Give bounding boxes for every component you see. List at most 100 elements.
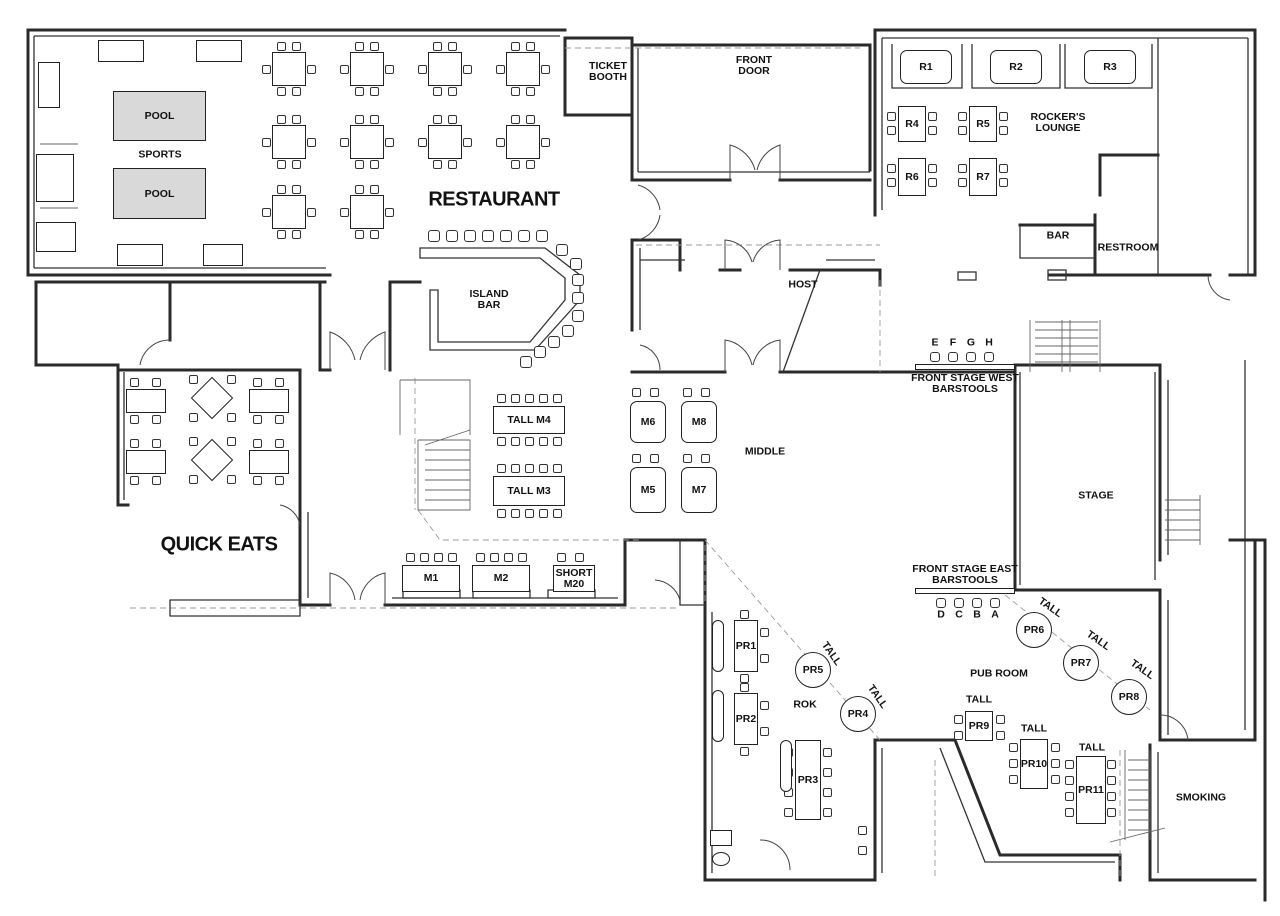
chair	[557, 553, 566, 562]
chair	[760, 654, 769, 663]
chair	[418, 138, 427, 147]
chair	[340, 138, 349, 147]
table-m2: M2	[472, 565, 530, 592]
room-label-front-stage-east: FRONT STAGE EAST BARSTOOLS	[912, 563, 1018, 586]
table	[98, 40, 144, 62]
pool-table-2: POOL	[113, 168, 206, 219]
chair	[823, 748, 832, 757]
barstool	[518, 230, 530, 242]
toilet-icon	[710, 830, 732, 846]
chair	[999, 126, 1008, 135]
barstool	[548, 336, 560, 348]
chair	[526, 87, 535, 96]
chair	[490, 553, 499, 562]
chair	[996, 715, 1005, 724]
tall-tag-pr10: TALL	[1020, 722, 1048, 735]
chair	[760, 727, 769, 736]
room-label-bar: BAR	[1046, 229, 1070, 242]
barstool	[948, 352, 958, 362]
chair	[999, 112, 1008, 121]
barstool	[520, 356, 532, 368]
barstool	[984, 352, 994, 362]
chair	[370, 185, 379, 194]
table-pr6: PR6	[1016, 612, 1052, 648]
booth-bench	[712, 690, 724, 742]
chair	[701, 454, 710, 463]
table	[272, 195, 306, 229]
chair	[1051, 759, 1060, 768]
chair	[650, 388, 659, 397]
chair	[292, 185, 301, 194]
chair	[887, 126, 896, 135]
table-r2: R2	[990, 50, 1042, 84]
chair	[262, 138, 271, 147]
chair	[130, 476, 139, 485]
table-pr4: PR4	[840, 696, 876, 732]
chair	[292, 115, 301, 124]
table-r1: R1	[900, 50, 952, 84]
chair	[355, 160, 364, 169]
table-pr8: PR8	[1111, 679, 1147, 715]
chair	[511, 87, 520, 96]
chair	[370, 87, 379, 96]
chair	[1051, 775, 1060, 784]
chair	[823, 788, 832, 797]
table	[196, 40, 242, 62]
booth-bench	[780, 740, 792, 792]
table	[126, 450, 166, 474]
chair	[632, 388, 641, 397]
chair	[370, 160, 379, 169]
chair	[1065, 792, 1074, 801]
table-r3: R3	[1084, 50, 1136, 84]
barstool-letter: A	[991, 608, 999, 621]
chair	[385, 138, 394, 147]
room-label-host: HOST	[788, 278, 818, 291]
chair	[740, 610, 749, 619]
table	[506, 125, 540, 159]
chair	[511, 160, 520, 169]
booth-bench	[712, 620, 724, 672]
chair	[253, 476, 262, 485]
chair	[526, 42, 535, 51]
tall-tag-pr9: TALL	[965, 693, 993, 706]
table	[350, 195, 384, 229]
table-m7: M7	[681, 467, 717, 513]
table	[117, 244, 163, 266]
pool-label: POOL	[144, 110, 175, 122]
chair	[433, 160, 442, 169]
chair	[292, 230, 301, 239]
barstool	[497, 437, 506, 446]
chair	[448, 160, 457, 169]
chair	[887, 112, 896, 121]
chair	[1065, 760, 1074, 769]
chair	[189, 475, 198, 484]
chair	[277, 115, 286, 124]
room-label-quick-eats: QUICK EATS	[160, 533, 278, 556]
chair	[355, 42, 364, 51]
chair	[227, 413, 236, 422]
barstool	[556, 244, 568, 256]
chair	[448, 42, 457, 51]
barstool	[539, 464, 548, 473]
table	[350, 125, 384, 159]
table-pr1: PR1	[734, 620, 758, 672]
table	[428, 52, 462, 86]
chair	[370, 230, 379, 239]
table-pr3: PR3	[795, 740, 821, 820]
barstool	[511, 437, 520, 446]
barstool	[534, 346, 546, 358]
barstool	[930, 352, 940, 362]
chair	[189, 413, 198, 422]
table-pr2: PR2	[734, 693, 758, 745]
barstool	[972, 598, 982, 608]
chair	[928, 126, 937, 135]
chair	[928, 164, 937, 173]
chair	[340, 208, 349, 217]
table	[350, 52, 384, 86]
chair	[541, 65, 550, 74]
barstool	[539, 437, 548, 446]
table-m6: M6	[630, 401, 666, 443]
chair	[1051, 743, 1060, 752]
chair	[858, 846, 867, 855]
chair	[958, 112, 967, 121]
